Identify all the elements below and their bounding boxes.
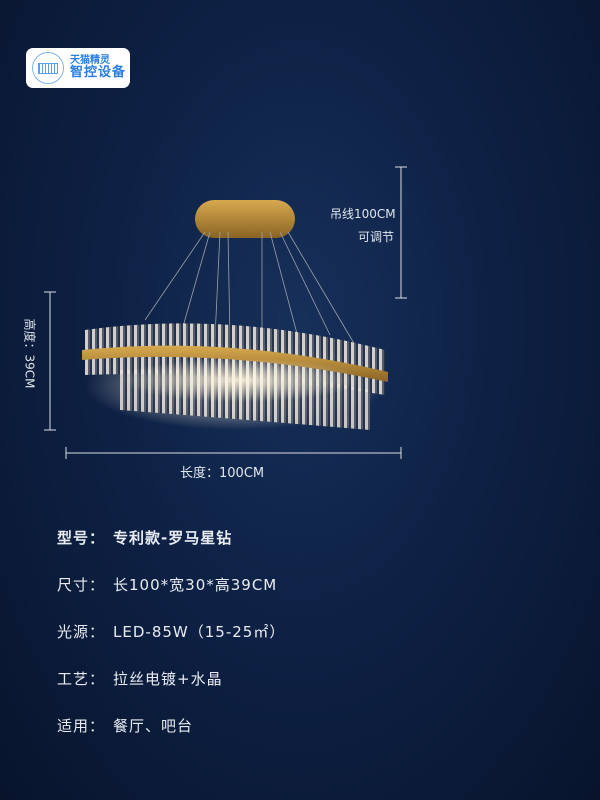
spec-list: 型号：专利款-罗马星钻 尺寸：长100*宽30*高39CM 光源：LED-85W… — [57, 527, 285, 762]
hang-adjustable-note: 可调节 — [358, 230, 395, 244]
spec-light-source: 光源：LED-85W（15-25㎡） — [57, 623, 286, 641]
spec-size: 尺寸：长100*宽30*高39CM — [57, 576, 278, 594]
hang-length-label: 吊线100CM — [330, 207, 396, 221]
spec-model: 型号：专利款-罗马星钻 — [57, 529, 233, 547]
suspension-wires — [144, 231, 356, 346]
smart-device-icon — [32, 52, 64, 84]
canopy — [195, 200, 295, 238]
height-label: 高度：39CM — [22, 318, 37, 389]
badge-line2: 智控设备 — [70, 65, 127, 81]
length-label: 长度：100CM — [180, 466, 265, 481]
tmall-genie-badge: 天猫精灵 智控设备 — [26, 48, 130, 88]
spec-craft: 工艺：拉丝电镀+水晶 — [57, 670, 223, 688]
spec-usage: 适用：餐厅、吧台 — [57, 717, 194, 735]
badge-line1: 天猫精灵 — [70, 55, 110, 67]
dimension-lines — [44, 166, 407, 459]
